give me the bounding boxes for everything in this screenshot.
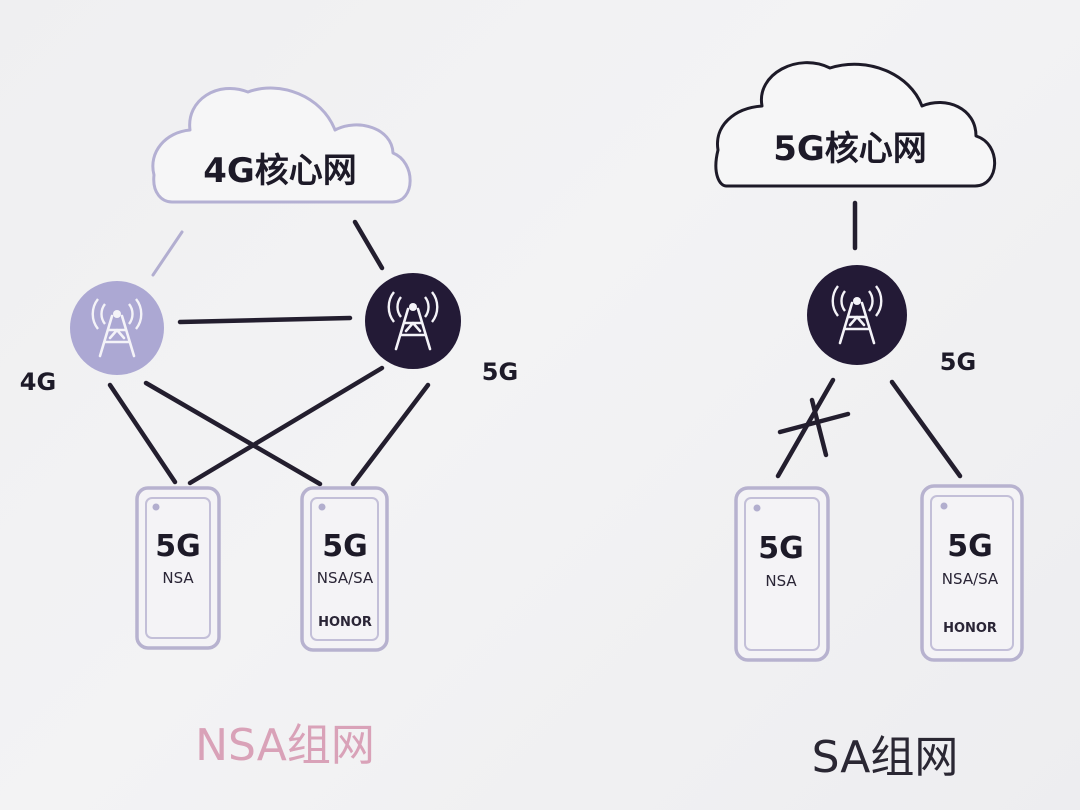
link-5g-station-to-nsasa-phone (350, 382, 431, 487)
sa-phone-right-brand: HONOR (943, 621, 997, 636)
link-5g-station-to-nsa-phone-blocked (775, 377, 836, 479)
nsa-phone-left-network: 5G (155, 529, 201, 564)
nsa-phone-right-mode: NSA/SA (317, 569, 374, 587)
sa-phone-right-network: 5G (947, 529, 993, 564)
smartphone-icon: 5G NSA (734, 486, 830, 662)
sa-network: 5G核心网 5G 5G NSA 5G NSA/SA HONOR SA组网 (714, 61, 1024, 783)
cell-tower-icon (70, 281, 164, 375)
nsa-5g-station: 5G (365, 273, 518, 386)
link-5g-station-to-nsasa-phone (889, 379, 963, 479)
sa-phone-right-mode: NSA/SA (942, 570, 999, 588)
link-4g-core-to-5g-station (352, 219, 385, 271)
sa-5g-station: 5G (807, 265, 976, 376)
nsa-phone-right-network: 5G (322, 529, 368, 564)
sa-core-label: 5G核心网 (773, 129, 927, 169)
blocked-link-x-icon (777, 397, 851, 458)
smartphone-icon: 5G NSA/SA HONOR (300, 486, 389, 652)
nsa-phone-right-brand: HONOR (318, 615, 372, 630)
nsa-4g-station: 4G (20, 281, 164, 396)
nsa-4g-station-label: 4G (20, 368, 56, 396)
link-5g-station-to-nsa-phone (187, 365, 385, 486)
smartphone-icon: 5G NSA/SA HONOR (920, 484, 1024, 662)
sa-caption: SA组网 (812, 732, 959, 783)
nsa-network: 4G核心网 4G 5G 5G NSA 5G NSA/SA (20, 86, 518, 771)
cloud-icon: 4G核心网 (151, 86, 412, 204)
nsa-phone-left-mode: NSA (162, 569, 194, 587)
sa-phone-left-network: 5G (758, 531, 804, 566)
sa-phone-left-mode: NSA (765, 572, 797, 590)
cell-tower-icon (807, 265, 907, 365)
sa-5g-station-label: 5G (940, 348, 976, 376)
link-4g-station-to-5g-station (177, 315, 353, 325)
nsa-core-label: 4G核心网 (203, 151, 357, 191)
smartphone-icon: 5G NSA (135, 486, 221, 650)
link-4g-station-to-nsasa-phone (143, 380, 323, 487)
cell-tower-icon (365, 273, 461, 369)
nsa-5g-station-label: 5G (482, 358, 518, 386)
link-4g-station-to-nsa-phone (107, 382, 178, 485)
link-4g-core-to-4g-station (151, 230, 184, 277)
cloud-icon: 5G核心网 (714, 61, 997, 188)
nsa-caption: NSA组网 (195, 720, 375, 771)
